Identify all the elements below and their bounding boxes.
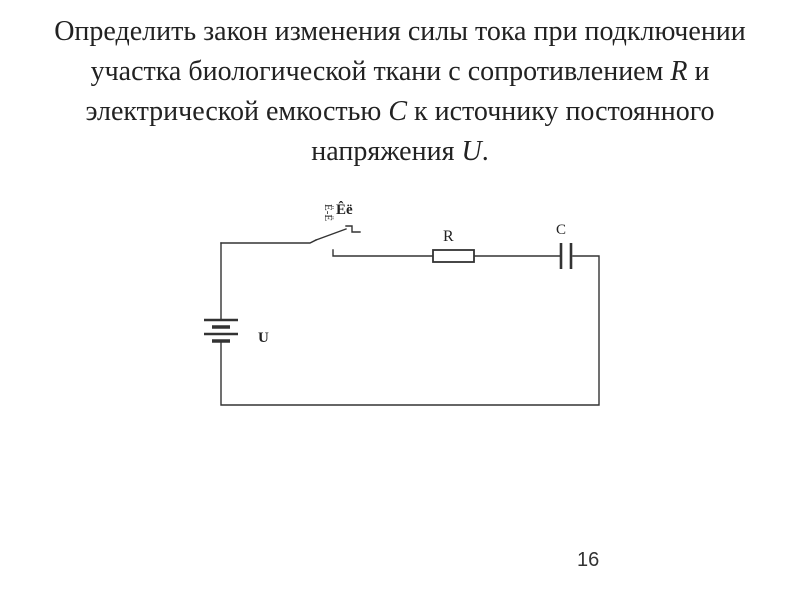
switch-contact (345, 225, 361, 233)
title-line-4: напряжения U. (20, 132, 780, 172)
wire-top-to-switch (220, 239, 317, 244)
switch-blade (315, 228, 347, 241)
capacitance-variable: C (388, 96, 408, 127)
wire-switch-to-resistor (332, 249, 434, 257)
circuit-wires (220, 225, 600, 406)
resistor (432, 249, 475, 263)
resistor-label: R (443, 228, 454, 245)
title-line-4-end: . (481, 136, 489, 167)
title-line-3-end: к источнику постоянного (407, 96, 715, 127)
slide-title: Определить закон изменения силы тока при… (20, 12, 780, 172)
wire-left-bottom (220, 255, 600, 406)
capacitor-label: C (556, 222, 566, 238)
voltage-label: U (258, 330, 269, 346)
key-label: Êë (336, 201, 353, 218)
resistance-variable: R (670, 56, 688, 87)
capacitor (559, 243, 573, 269)
key-side-label: Ë-Ë (322, 204, 334, 221)
title-line-2-end: и (687, 56, 710, 87)
title-line-3: электрической емкостью C к источнику пос… (20, 92, 780, 132)
voltage-source (204, 318, 238, 343)
page-number: 16 (577, 549, 600, 571)
title-line-1: Определить закон изменения силы тока при… (54, 16, 746, 47)
voltage-variable: U (461, 136, 482, 167)
title-line-2: участка биологической ткани с сопротивле… (20, 52, 780, 92)
title-line-4-text: напряжения (311, 136, 462, 167)
title-line-2-text: участка биологической ткани с сопротивле… (90, 56, 671, 87)
title-line-3-text: электрической емкостью (85, 96, 389, 127)
